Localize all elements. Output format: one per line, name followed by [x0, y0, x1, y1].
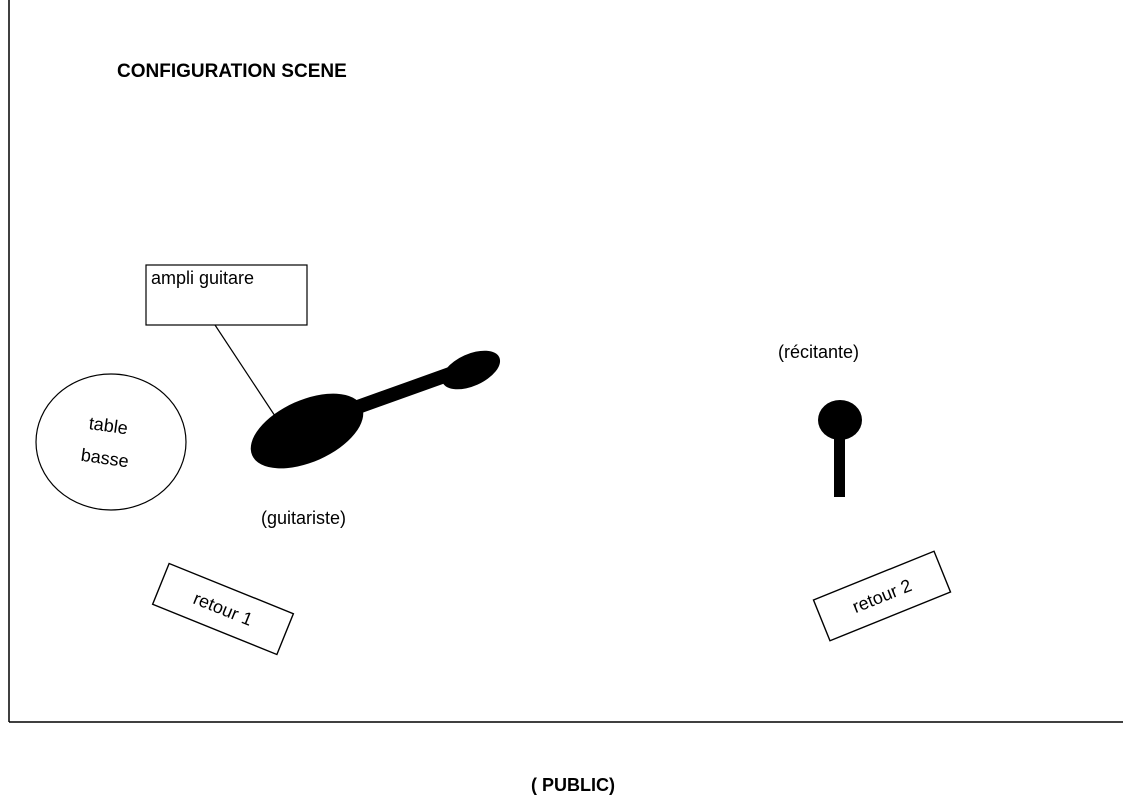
- guitar-icon: [250, 350, 501, 469]
- monitor-2: retour 2: [812, 550, 952, 642]
- diagram-title: CONFIGURATION SCENE: [117, 61, 347, 82]
- narrator-label: (récitante): [778, 342, 859, 362]
- guitar-amp: ampli guitare: [145, 264, 308, 417]
- microphone-icon: [818, 400, 862, 497]
- guitar-amp-leader-line: [214, 324, 276, 417]
- microphone-stand: [834, 432, 845, 497]
- coffee-table: table basse: [35, 373, 187, 511]
- guitar-amp-box: [145, 264, 308, 326]
- monitor-2-box: [812, 550, 952, 642]
- guitar-amp-label: ampli guitare: [151, 268, 254, 288]
- guitar-head: [441, 350, 501, 390]
- coffee-table-circle: [35, 373, 187, 511]
- guitar-body: [250, 393, 364, 469]
- microphone-head: [818, 400, 862, 440]
- monitor-1-box: [151, 562, 295, 656]
- monitor-1: retour 1: [151, 562, 295, 656]
- audience-label: ( PUBLIC): [531, 775, 615, 795]
- guitarist-label: (guitariste): [261, 508, 346, 528]
